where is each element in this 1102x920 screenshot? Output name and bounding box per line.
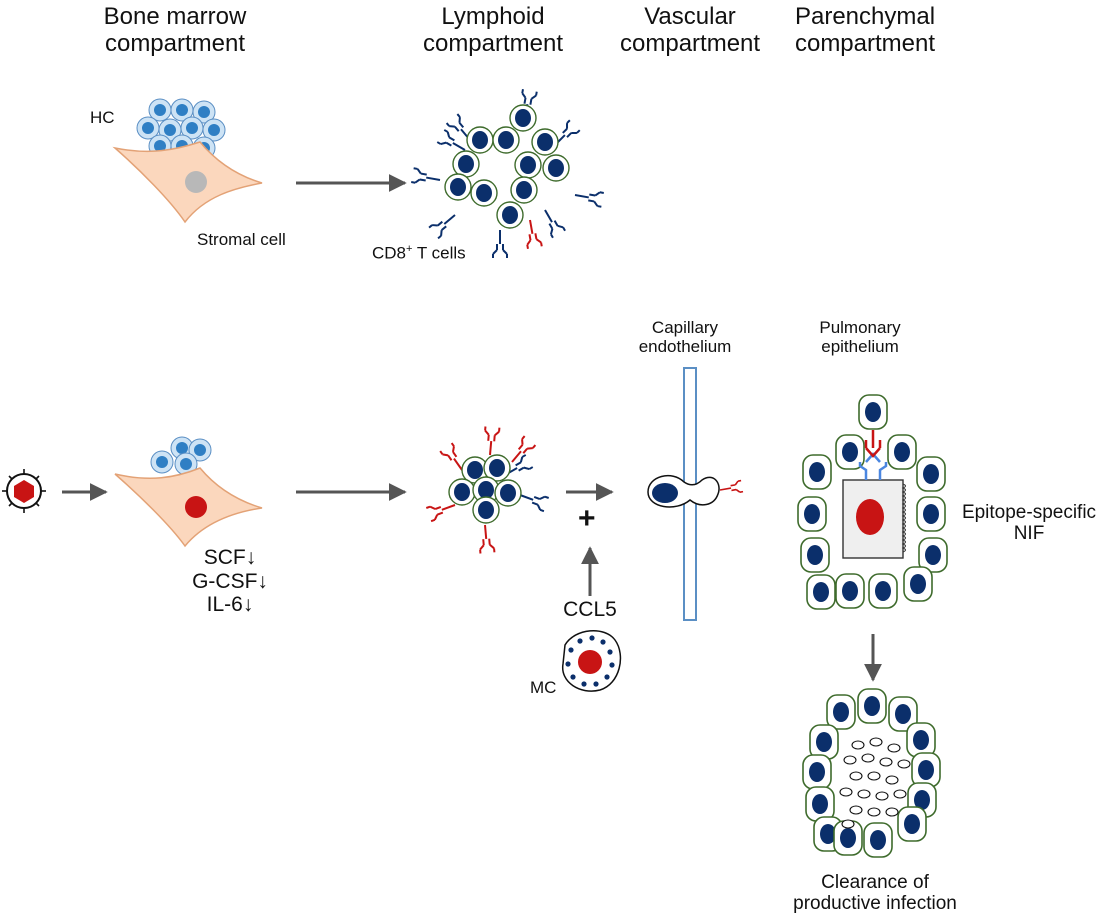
stromal-cell-bottom [114, 467, 263, 548]
capillary-label-line1: Capillary [651, 318, 719, 337]
header-vascular-line2: compartment [620, 29, 761, 57]
hc-label: HC [90, 108, 115, 127]
cytokine-il-6: IL-6↓ [206, 593, 254, 617]
header-bone-marrow-line2: compartment [104, 29, 246, 57]
header-vascular-line1: Vascular [644, 3, 736, 30]
cd8-cluster-bottom [425, 425, 550, 555]
cd8-suffix: T cells [412, 243, 466, 263]
cd8-t-cells-label: CD8+ T cells [372, 243, 466, 263]
extravasating-t-cell [647, 474, 744, 508]
epitope-specific-nif-label: Epitope-specific NIF [956, 502, 1102, 545]
header-parenchymal: Parenchymal compartment [780, 3, 950, 58]
plus-sign: + [578, 502, 596, 535]
clearance-label-line2: productive infection [793, 893, 957, 915]
mc-label: MC [530, 678, 557, 697]
infected-epithelial-cell [842, 430, 906, 559]
header-bone-marrow-line1: Bone marrow [103, 3, 247, 30]
stromal-cell-label: Stromal cell [197, 230, 286, 249]
header-lymphoid-line2: compartment [422, 29, 564, 57]
cd8-superscript: + [406, 243, 413, 255]
cytokine-g-csf: G-CSF↓ [192, 569, 268, 593]
cd8-prefix: CD8 [372, 243, 407, 263]
clearance-label-line1: Clearance of [821, 872, 929, 893]
pulmonary-label-line1: Pulmonary [819, 318, 901, 337]
header-vascular: Vascular compartment [620, 3, 761, 58]
epitope-label-line1: Epitope-specific [961, 502, 1097, 523]
mast-cell [562, 629, 622, 692]
stromal-cell-top [112, 141, 263, 224]
pulmonary-label-line2: epithelium [821, 337, 899, 357]
capillary-endothelium-label: Capillary endothelium [630, 318, 740, 356]
header-lymphoid-line1: Lymphoid [441, 3, 545, 30]
ccl5-label: CCL5 [563, 598, 617, 621]
clearance-label: Clearance of productive infection [780, 872, 970, 915]
header-parenchymal-line2: compartment [794, 29, 936, 57]
epitope-label-line2: NIF [1013, 523, 1045, 545]
virus-icon [2, 469, 46, 513]
cd8-cluster-top [410, 88, 605, 259]
header-parenchymal-line1: Parenchymal [794, 3, 936, 30]
pulmonary-epithelium-label: Pulmonary epithelium [805, 318, 915, 356]
header-lymphoid: Lymphoid compartment [418, 3, 568, 58]
clearance-ring [802, 688, 941, 858]
cytokine-list: SCF↓ G-CSF↓ IL-6↓ [180, 546, 280, 617]
capillary-label-line2: endothelium [638, 337, 732, 357]
header-bone-marrow: Bone marrow compartment [85, 3, 265, 58]
cytokine-scf: SCF↓ [203, 546, 257, 569]
